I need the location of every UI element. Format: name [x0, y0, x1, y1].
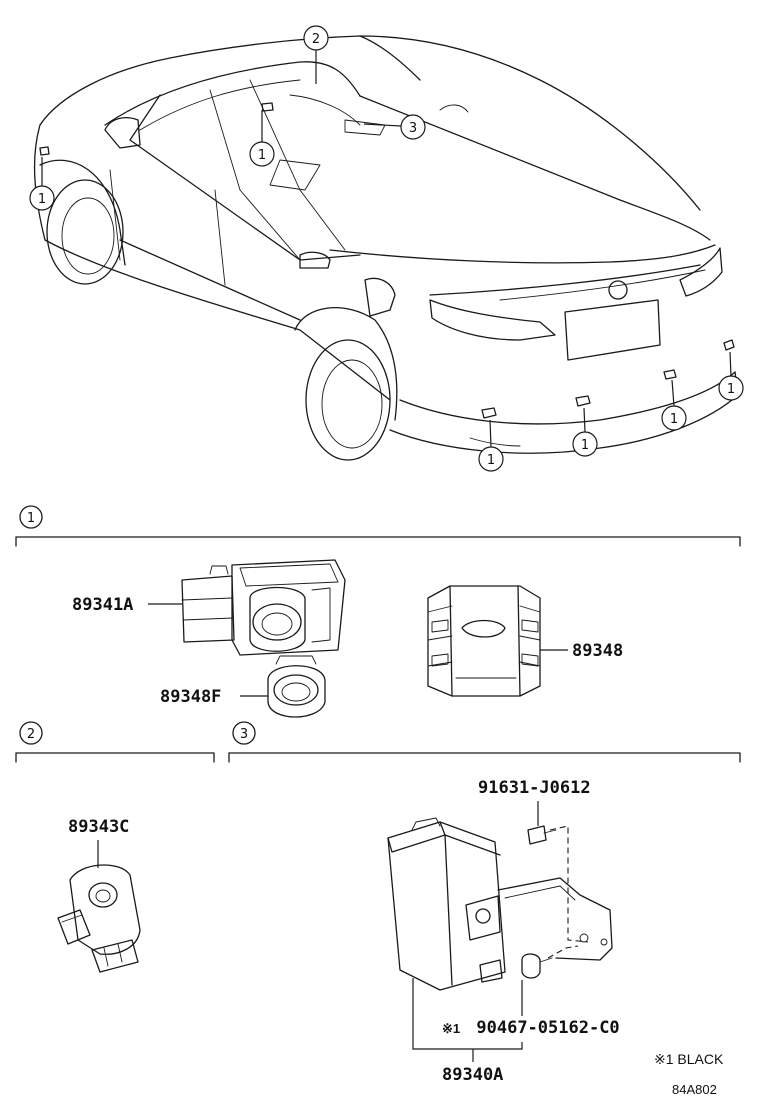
svg-text:3: 3	[240, 727, 248, 742]
svg-text:1: 1	[38, 192, 46, 207]
part-number-90467-05162-C0: ※1 90467-05162-C0	[442, 1018, 620, 1038]
callout-1-rear-right: 1	[661, 405, 687, 431]
callout-1-rear-corner: 1	[718, 375, 744, 401]
part-number-89343C: 89343C	[68, 817, 129, 837]
svg-text:1: 1	[487, 453, 495, 468]
svg-text:3: 3	[409, 121, 417, 136]
svg-text:1: 1	[581, 438, 589, 453]
part-89341A-drawing	[181, 559, 346, 656]
svg-text:1: 1	[670, 412, 678, 427]
svg-text:1: 1	[27, 511, 35, 526]
callout-1-dash: 1	[249, 141, 275, 167]
section-3-header: 3	[228, 721, 741, 763]
part-89343C-drawing	[57, 864, 141, 973]
part-89348F-drawing	[267, 655, 326, 718]
callout-1-rear-left: 1	[478, 446, 504, 472]
svg-text:2: 2	[27, 727, 35, 742]
part-number-89348: 89348	[572, 641, 623, 661]
clip-90467-05162-C0-drawing	[521, 953, 553, 979]
part-number-89341A: 89341A	[72, 595, 133, 615]
callout-1-rear-center: 1	[572, 431, 598, 457]
black-mark: ※1	[442, 1021, 460, 1036]
vehicle-drawing	[33, 35, 739, 461]
part-89348-drawing	[427, 585, 541, 697]
part-number-91631-J0612: 91631-J0612	[478, 778, 591, 798]
section-1-header: 1	[15, 505, 741, 547]
callout-1-front: 1	[29, 185, 55, 211]
svg-text:2: 2	[312, 32, 320, 47]
figure-code: 84A802	[672, 1082, 717, 1097]
part-number-89348F: 89348F	[160, 687, 221, 707]
callout-3-top: 3	[400, 114, 426, 140]
svg-text:1: 1	[258, 148, 266, 163]
svg-text:1: 1	[727, 382, 735, 397]
part-number-89340A: 89340A	[442, 1065, 503, 1085]
black-note: ※1 BLACK	[654, 1051, 724, 1067]
section-2-header: 2	[15, 721, 215, 763]
bolt-91631-J0612-drawing	[527, 825, 557, 845]
callout-2-top: 2	[303, 25, 329, 51]
part-89340A-drawing	[387, 817, 613, 991]
